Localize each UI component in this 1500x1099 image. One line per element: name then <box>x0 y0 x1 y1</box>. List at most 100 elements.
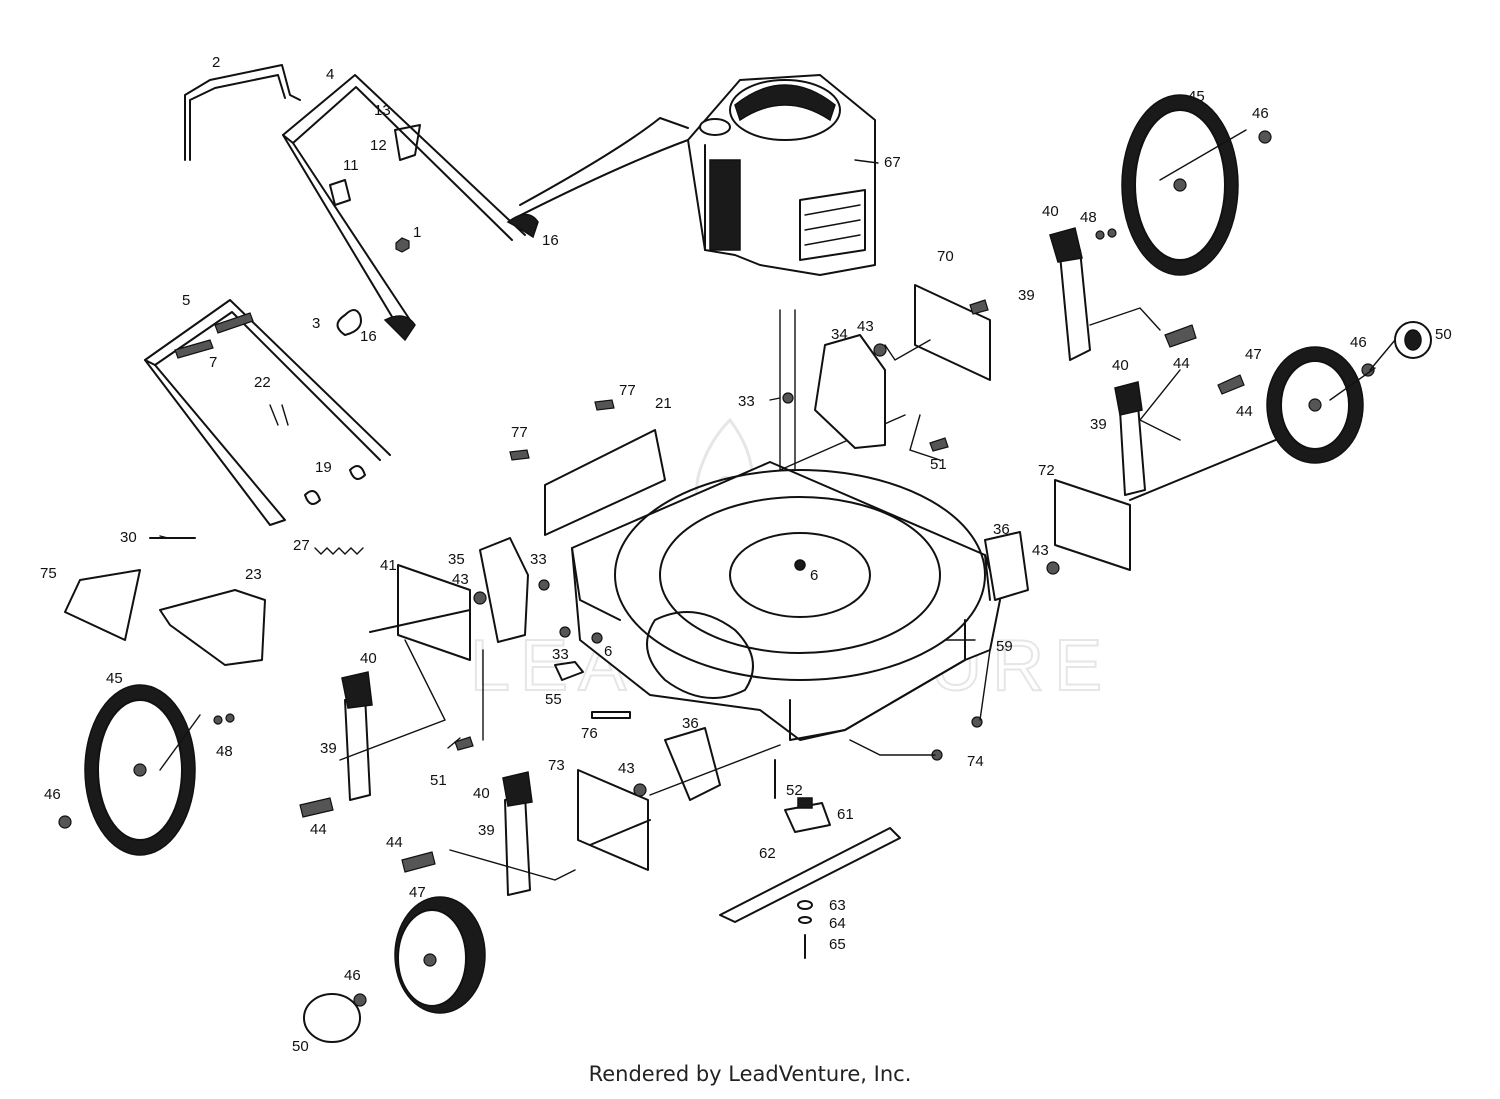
hinge-pins <box>304 465 366 505</box>
callout-77a: 77 <box>619 382 636 399</box>
axles <box>369 429 1301 846</box>
deck-centre-bolt <box>794 559 806 571</box>
callout-50a: 50 <box>1435 326 1452 343</box>
callout-21: 21 <box>655 395 672 412</box>
chute-deflector-75 <box>64 569 141 641</box>
hubcap-50b <box>303 993 361 1043</box>
callout-16a: 16 <box>542 232 559 249</box>
callout-6b: 6 <box>604 643 612 660</box>
callout-46a: 46 <box>1252 105 1269 122</box>
callout-5: 5 <box>182 292 190 309</box>
callout-43c: 43 <box>1032 542 1049 559</box>
callout-4: 4 <box>326 66 334 83</box>
plate-72 <box>1054 479 1131 571</box>
callout-6a: 6 <box>810 567 818 584</box>
callout-30: 30 <box>120 529 137 546</box>
throttle-cable <box>514 117 689 219</box>
callout-45a: 45 <box>1188 88 1205 105</box>
callout-52: 52 <box>786 782 803 799</box>
callout-36b: 36 <box>682 715 699 732</box>
callout-44c: 44 <box>310 821 327 838</box>
engine <box>687 74 876 276</box>
callout-67: 67 <box>884 154 901 171</box>
hubcap-50a <box>1394 321 1432 359</box>
callout-48b: 48 <box>216 743 233 760</box>
callout-39b: 39 <box>1090 416 1107 433</box>
callout-47a: 47 <box>1245 346 1262 363</box>
callout-70: 70 <box>937 248 954 265</box>
lever-39d <box>502 771 533 896</box>
handle-knob-lower <box>383 315 416 342</box>
callout-51a: 51 <box>930 456 947 473</box>
callout-72: 72 <box>1038 462 1055 479</box>
plate-70 <box>914 284 991 381</box>
blade-bolt-stack <box>797 900 813 959</box>
callout-43a: 43 <box>857 318 874 335</box>
hair-pins <box>269 404 289 426</box>
callout-36a: 36 <box>993 521 1010 538</box>
callout-33a: 33 <box>738 393 755 410</box>
callout-50b: 50 <box>292 1038 309 1055</box>
callout-44b: 44 <box>1236 403 1253 420</box>
height-bracket-36a <box>984 531 1029 601</box>
callout-51b: 51 <box>430 772 447 789</box>
callout-22: 22 <box>254 374 271 391</box>
callout-47b: 47 <box>409 884 426 901</box>
callout-59: 59 <box>996 638 1013 655</box>
callout-27: 27 <box>293 537 310 554</box>
callout-61: 61 <box>837 806 854 823</box>
callout-1: 1 <box>413 224 421 241</box>
render-credit: Rendered by LeadVenture, Inc. <box>588 1062 912 1086</box>
upper-handle <box>282 74 526 331</box>
callout-labels: 1 2 3 4 5 6 6 7 11 12 13 16 16 19 21 22 … <box>40 54 1452 1055</box>
height-bracket-36b <box>664 727 721 801</box>
callout-35: 35 <box>448 551 465 568</box>
rear-wheel-right <box>1121 94 1239 276</box>
part-55 <box>554 661 584 681</box>
plate-41 <box>397 564 471 661</box>
callout-77b: 77 <box>511 424 528 441</box>
callout-40d: 40 <box>473 785 490 802</box>
height-bracket-35 <box>479 537 529 643</box>
baffle-21 <box>544 429 666 536</box>
plate-73 <box>577 769 649 871</box>
callout-63: 63 <box>829 897 846 914</box>
part-76 <box>591 711 631 719</box>
callout-44a: 44 <box>1173 355 1190 372</box>
callout-7: 7 <box>209 354 217 371</box>
front-wheel-left <box>394 896 486 1014</box>
callout-16b: 16 <box>360 328 377 345</box>
callout-39a: 39 <box>1018 287 1035 304</box>
blade-adapter-61 <box>784 797 831 833</box>
callout-13: 13 <box>374 102 391 119</box>
callout-39c: 39 <box>320 740 337 757</box>
callout-2: 2 <box>212 54 220 71</box>
callout-40c: 40 <box>360 650 377 667</box>
rear-wheel-left <box>84 684 196 856</box>
screw-77a <box>594 399 615 411</box>
nut-1 <box>395 237 410 253</box>
callout-12: 12 <box>370 137 387 154</box>
callout-41: 41 <box>380 557 397 574</box>
callout-65: 65 <box>829 936 846 953</box>
callout-73: 73 <box>548 757 565 774</box>
callout-43b: 43 <box>452 571 469 588</box>
lower-handle <box>144 299 391 526</box>
callout-11: 11 <box>343 157 359 174</box>
callout-43d: 43 <box>618 760 635 777</box>
axle-bolts <box>299 299 1245 873</box>
callout-62: 62 <box>759 845 776 862</box>
front-wheel-right <box>1266 346 1364 464</box>
callout-19: 19 <box>315 459 332 476</box>
callout-64: 64 <box>829 915 846 932</box>
callout-39d: 39 <box>478 822 495 839</box>
callout-46c: 46 <box>44 786 61 803</box>
bail-control-bar <box>184 64 301 161</box>
callout-46d: 46 <box>344 967 361 984</box>
callout-44d: 44 <box>386 834 403 851</box>
leader-lines <box>159 129 1396 881</box>
lever-39a <box>1049 227 1091 361</box>
handle-knob-left <box>506 213 539 239</box>
screw-77b <box>509 449 530 461</box>
